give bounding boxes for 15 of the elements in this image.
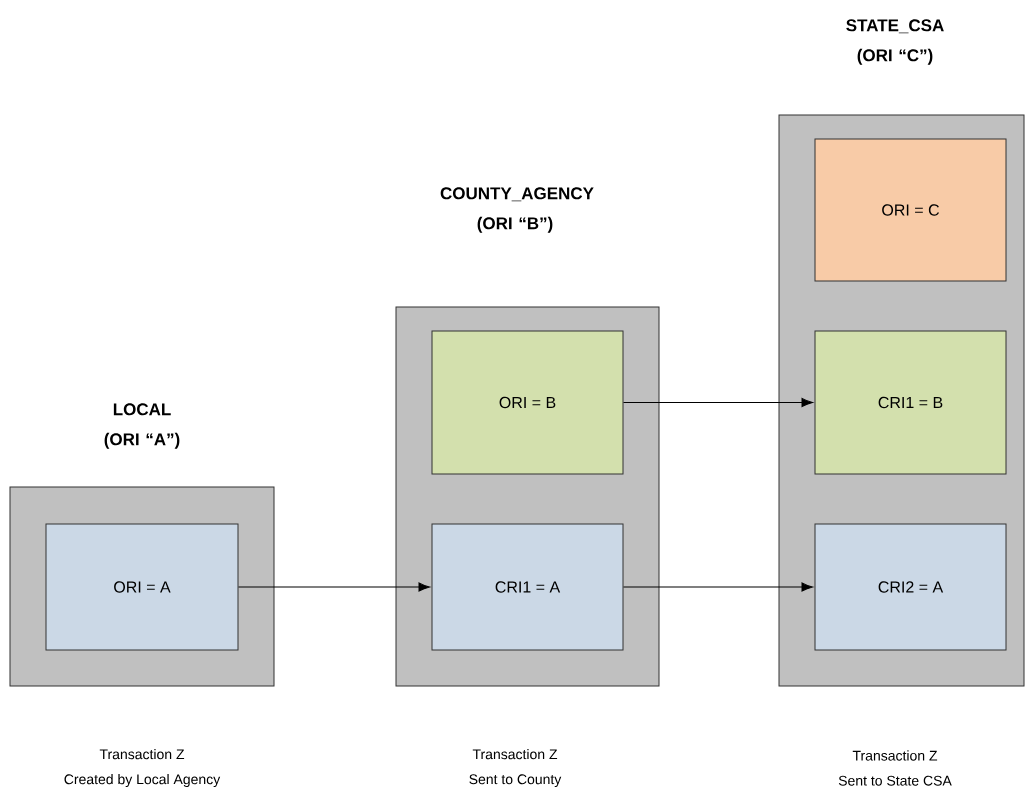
- inner-box: ORI = C: [814, 138, 1007, 282]
- arrow: [238, 582, 430, 592]
- caption: Transaction Z Sent to County: [469, 748, 562, 787]
- inner-box: CRI2 = A: [814, 523, 1007, 651]
- panel-heading: COUNTY_AGENCY (ORI “B”): [440, 187, 594, 233]
- arrow: [623, 582, 813, 592]
- caption: Transaction Z Created by Local Agency: [64, 748, 221, 787]
- inner-box: ORI = A: [45, 523, 239, 651]
- caption: Transaction Z Sent to State CSA: [838, 750, 952, 786]
- panel-heading: STATE_CSA (ORI “C”): [846, 19, 944, 65]
- inner-box: CRI1 = A: [431, 523, 624, 651]
- inner-box: ORI = B: [431, 330, 624, 475]
- panel-heading: LOCAL (ORI “A”): [104, 403, 180, 449]
- inner-box: CRI1 = B: [814, 330, 1007, 475]
- arrow: [623, 397, 813, 408]
